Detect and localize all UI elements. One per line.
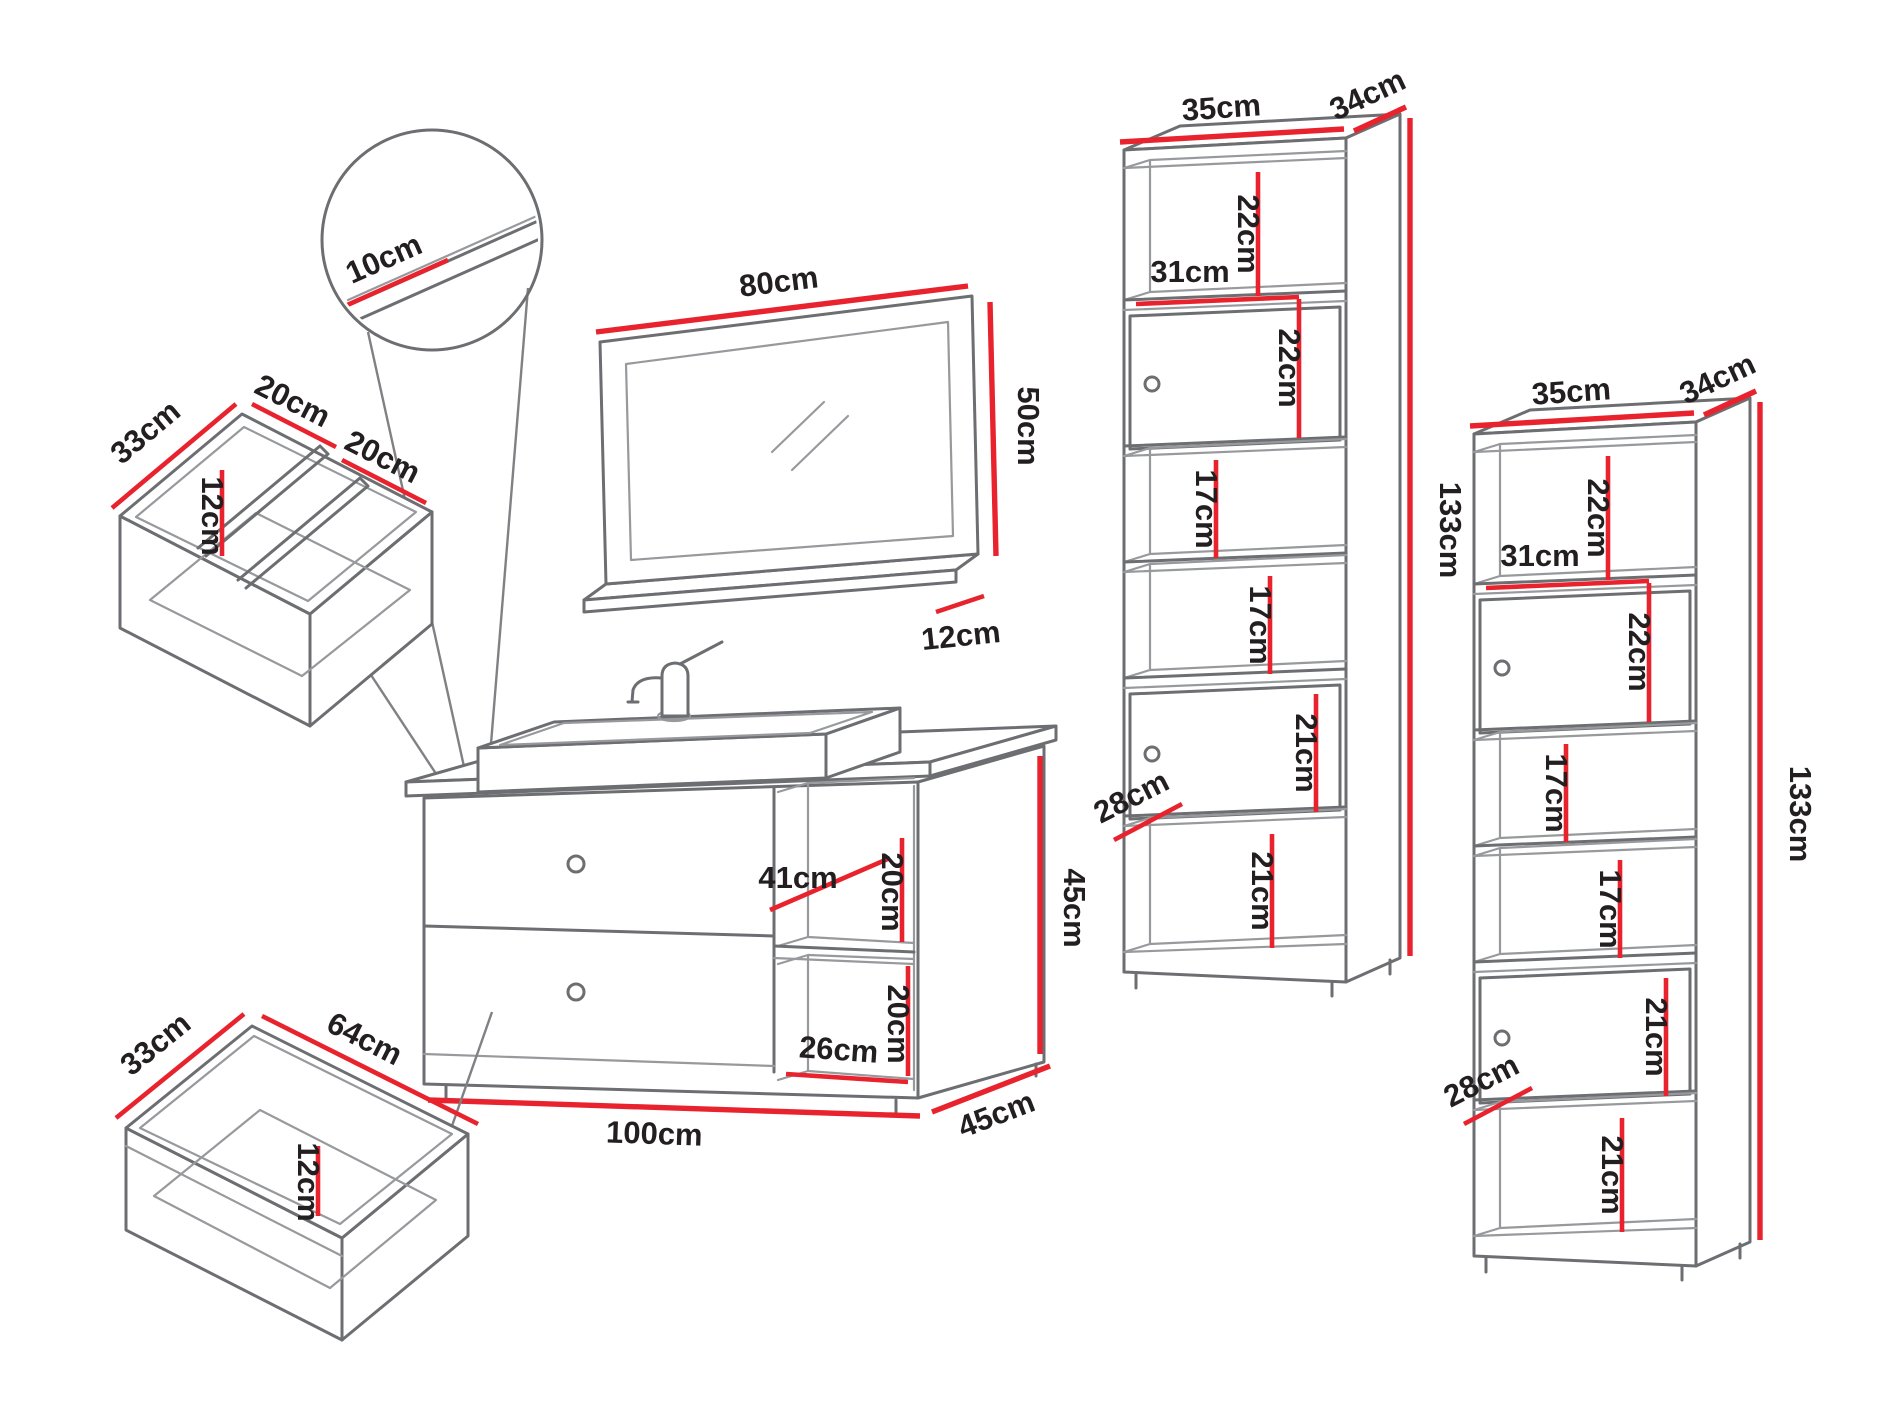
cabinet-height-label: 133cm	[1783, 766, 1818, 863]
insert-height-label: 12cm	[195, 476, 230, 555]
countertop-side	[928, 724, 1058, 778]
tall-cabinet-1-labels: 35cm 34cm 133cm 22cm 31cm 22cm 17cm 17cm…	[1088, 62, 1468, 931]
cabinet-mid-shelf-upper-label: 17cm	[1189, 469, 1224, 548]
cabinet-inner-width-label: 31cm	[1500, 538, 1579, 573]
detail-depth-dim-line	[335, 257, 449, 313]
cabinet-bottom-shelf-label: 21cm	[1245, 851, 1280, 930]
detail-shelf-section	[326, 142, 538, 336]
cabinet-bottom-shelf-label: 21cm	[1595, 1135, 1630, 1214]
vanity: 41cm 20cm 20cm 26cm 45cm 100cm 45cm	[404, 640, 1092, 1153]
cabinet-height-label: 133cm	[1433, 482, 1468, 579]
mirror-shelf-depth-label: 12cm	[920, 614, 1003, 657]
insert-dimension-lines	[110, 401, 428, 556]
cabinet-inner-width-label: 31cm	[1150, 254, 1229, 289]
sink-bowl	[498, 710, 874, 747]
faucet	[626, 640, 724, 723]
insert-divider-1	[196, 444, 330, 558]
mirror-width-label: 80cm	[737, 259, 820, 303]
vanity-side-face	[916, 744, 1046, 1100]
detail-depth-label: 10cm	[340, 226, 427, 290]
vanity-width-label: 100cm	[606, 1114, 704, 1152]
vanity-inner-depth-label: 41cm	[758, 860, 837, 895]
drawer-height-label: 12cm	[291, 1142, 326, 1221]
cabinet-door-section-label: 22cm	[1272, 328, 1307, 407]
cabinet-width-label: 35cm	[1180, 87, 1262, 127]
cabinet-mid-shelf-upper-label: 17cm	[1539, 753, 1574, 832]
cabinet-lower-door-label: 21cm	[1639, 997, 1674, 1076]
insert-divider-2	[236, 476, 370, 590]
drawer-knob	[566, 982, 586, 1002]
drawer-knob	[566, 854, 586, 874]
mirror-shelf-front	[582, 568, 958, 614]
cabinet-width-label: 35cm	[1530, 371, 1612, 411]
cabinet-mid-shelf-lower-label: 17cm	[1243, 585, 1278, 664]
cabinet-mid-shelf-lower-label: 17cm	[1593, 869, 1628, 948]
vanity-upper-shelf-height-label: 20cm	[875, 852, 910, 931]
vanity-front-face	[422, 780, 920, 1100]
mirror-glass	[624, 320, 955, 562]
vanity-shelf-width-label: 26cm	[798, 1029, 880, 1069]
leader-line	[482, 287, 530, 831]
sink-basin-rim	[476, 706, 902, 750]
mirror-frame	[598, 294, 980, 586]
detail-circle	[320, 128, 544, 352]
drawer-width-label: 64cm	[321, 1005, 408, 1072]
mirror-dimension-lines	[595, 283, 999, 615]
drawer-depth-label: 33cm	[114, 1005, 198, 1082]
mirror-reflection	[770, 400, 850, 472]
insert-depth-label: 33cm	[104, 393, 187, 471]
cabinet-door-section-label: 22cm	[1622, 612, 1657, 691]
sink-drawer-insert: 33cm 20cm 20cm 12cm	[104, 367, 479, 837]
lower-drawer: 33cm 64cm 12cm	[114, 1005, 494, 1342]
vanity-lower-shelf-height-label: 20cm	[881, 984, 916, 1063]
cabinet-top-shelf-label: 22cm	[1581, 478, 1616, 557]
drawer-dimension-lines	[114, 1012, 480, 1216]
cabinet-top-shelf-label: 22cm	[1231, 194, 1266, 273]
cabinet-lower-door-label: 21cm	[1289, 713, 1324, 792]
drawer-rim	[124, 1024, 470, 1240]
vanity-height-label: 45cm	[1057, 868, 1092, 947]
vanity-dimension-lines	[427, 756, 1051, 1119]
mirror: 80cm 50cm 12cm	[582, 259, 1046, 657]
mirror-height-label: 50cm	[1011, 386, 1046, 465]
vanity-depth-label: 45cm	[953, 1084, 1040, 1145]
